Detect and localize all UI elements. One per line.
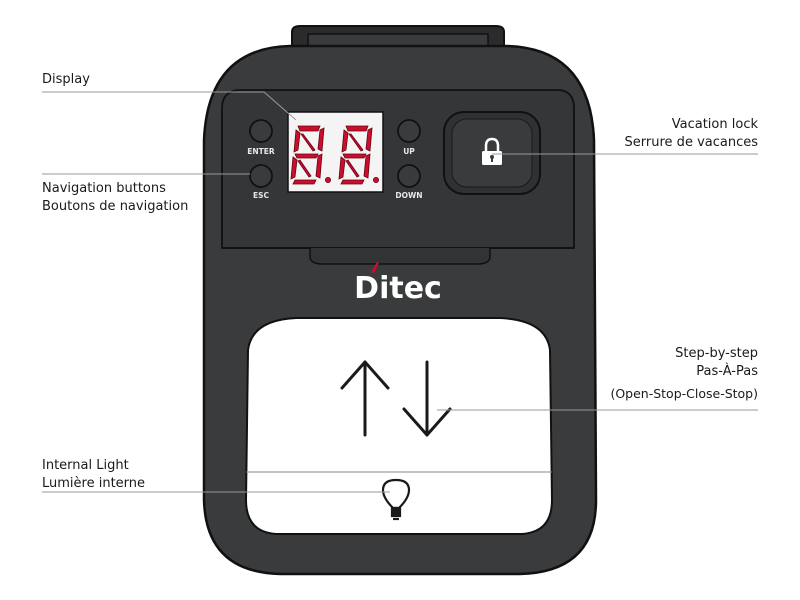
step-by-step-label: Step-by-step Pas-À-Pas (Open-Stop-Close-… <box>610 345 758 403</box>
segment-display <box>287 111 384 193</box>
step-light-panel <box>244 317 554 535</box>
up-button <box>397 119 421 143</box>
navigation-label-en: Navigation buttons <box>42 181 166 196</box>
internal-light-label-en: Internal Light <box>42 458 129 473</box>
display-digit-1 <box>290 125 331 185</box>
display-digit-2 <box>338 125 379 185</box>
enter-button <box>249 119 273 143</box>
brand-name: Ditec <box>354 271 442 306</box>
enter-label: ENTER <box>247 147 275 156</box>
up-label: UP <box>403 147 415 156</box>
brand-accent <box>371 262 379 273</box>
vacation-lock-label: Vacation lock Serrure de vacances <box>625 116 758 152</box>
light-bulb-icon <box>381 478 411 521</box>
internal-light-label: Internal Light Lumière interne <box>42 457 145 493</box>
leader-display <box>42 91 297 121</box>
navigation-label: Navigation buttons Boutons de navigation <box>42 180 188 216</box>
down-label: DOWN <box>395 191 422 200</box>
esc-label: ESC <box>253 191 270 200</box>
vacation-lock-label-fr: Serrure de vacances <box>624 135 758 150</box>
display-label: Display <box>42 71 90 89</box>
vacation-lock-label-en: Vacation lock <box>671 117 758 132</box>
step-label-fr: Pas-À-Pas <box>696 364 758 379</box>
leader-lines <box>42 91 758 493</box>
vacation-lock-button <box>443 111 541 195</box>
navigation-label-fr: Boutons de navigation <box>42 199 189 214</box>
step-label-sequence: (Open-Stop-Close-Stop) <box>610 386 758 401</box>
up-down-arrows-icon <box>340 360 452 437</box>
internal-light-label-fr: Lumière interne <box>42 476 146 491</box>
top-clip <box>291 25 505 47</box>
down-button <box>397 164 421 188</box>
brand-logo: Ditec <box>354 262 442 306</box>
step-label-en: Step-by-step <box>675 346 758 361</box>
display-label-text: Display <box>42 72 90 87</box>
esc-button <box>249 164 273 188</box>
